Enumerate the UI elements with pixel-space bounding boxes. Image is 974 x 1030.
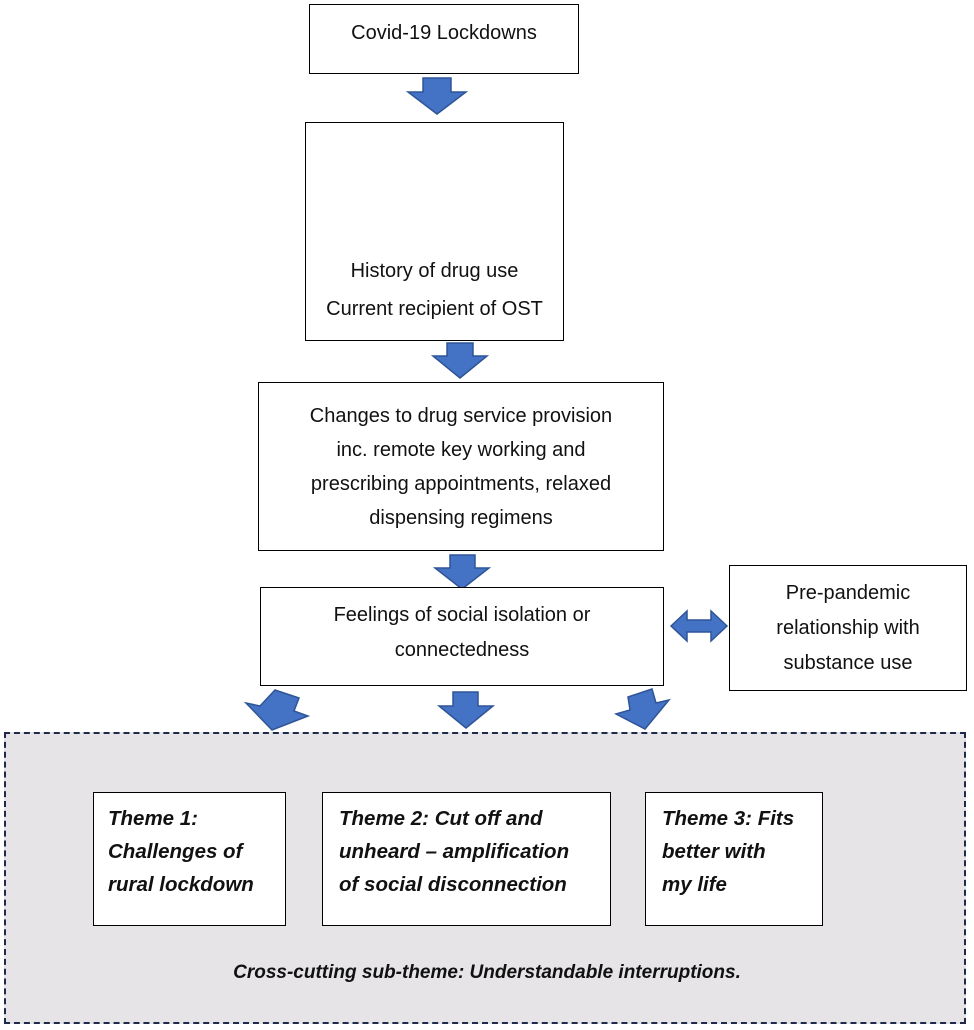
history-box: History of drug use Current recipient of… [305, 122, 564, 341]
theme-1-box: Theme 1: Challenges of rural lockdown [93, 792, 286, 926]
changes-line-1: Changes to drug service provision [309, 404, 613, 427]
feelings-line-1: Feelings of social isolation or [333, 604, 591, 626]
prepandemic-line-1: Pre-pandemic [785, 581, 911, 604]
changes-line-2: inc. remote key working and [336, 438, 586, 461]
theme-1-line-3: rural lockdown [108, 872, 254, 896]
history-line-1: History of drug use [350, 260, 519, 282]
feelings-box: Feelings of social isolation or connecte… [260, 587, 664, 686]
lockdowns-text: Covid-19 Lockdowns [351, 22, 537, 44]
history-line-2: Current recipient of OST [326, 298, 543, 320]
changes-line-4: dispensing regimens [369, 506, 553, 529]
arrow-feelings-to-theme3 [613, 688, 671, 730]
theme-2-line-3: of social disconnection [339, 872, 567, 896]
lockdowns-box: Covid-19 Lockdowns [309, 4, 579, 74]
theme-1-line-2: Challenges of [108, 839, 243, 863]
arrow-history-to-changes [430, 342, 490, 379]
theme-3-line-3: my life [662, 872, 727, 896]
theme-2-line-2: unheard – amplification [339, 839, 570, 863]
theme-3-line-2: better with [662, 839, 766, 863]
arrow-changes-to-feelings [432, 554, 492, 590]
theme-2-box: Theme 2: Cut off and unheard – amplifica… [322, 792, 611, 926]
theme-2-line-1: Theme 2: Cut off and [339, 807, 543, 830]
changes-line-3: prescribing appointments, relaxed [310, 472, 612, 495]
feelings-line-2: connectedness [394, 639, 530, 661]
theme-1-line-1: Theme 1: [108, 807, 198, 830]
prepandemic-line-3: substance use [783, 651, 913, 674]
cross-cutting-subtheme: Cross-cutting sub-theme: Understandable … [233, 962, 741, 983]
arrow-lockdowns-to-history [405, 77, 469, 115]
theme-3-box: Theme 3: Fits better with my life [645, 792, 823, 926]
arrow-feelings-to-theme1 [243, 689, 311, 731]
changes-box: Changes to drug service provision inc. r… [258, 382, 664, 551]
arrow-bidirectional-feelings-prepandemic [669, 609, 729, 643]
theme-3-line-1: Theme 3: Fits [662, 807, 795, 830]
arrow-feelings-to-theme2 [436, 691, 496, 729]
prepandemic-box: Pre-pandemic relationship with substance… [729, 565, 967, 691]
prepandemic-line-2: relationship with [776, 616, 920, 639]
